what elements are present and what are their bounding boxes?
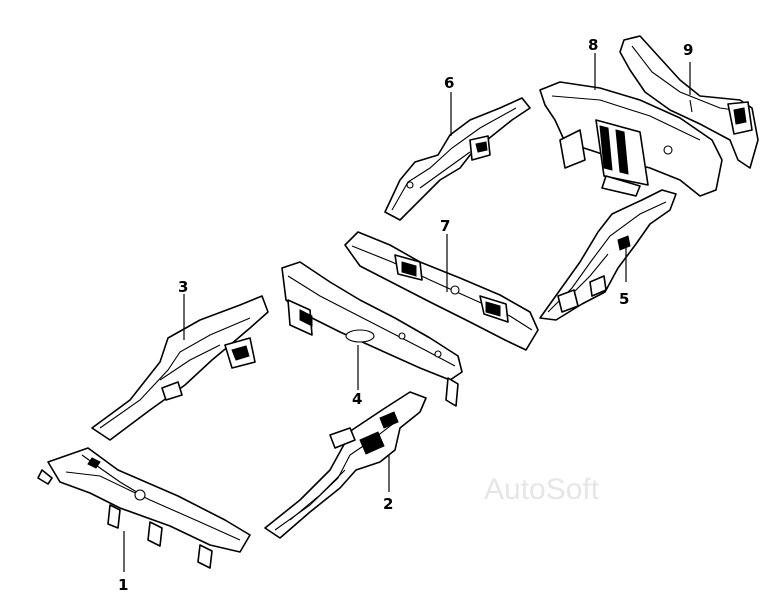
callout-6: 6 [444, 74, 454, 92]
part-2-front-rail [264, 391, 427, 539]
callout-2: 2 [383, 495, 393, 513]
callout-9: 9 [683, 41, 693, 59]
callout-8: 8 [588, 36, 598, 54]
watermark-text: AutoSoft [484, 473, 600, 506]
part-7-middle-crossmember [344, 231, 539, 351]
part-6-rear-rail [384, 97, 531, 221]
part-3-side-rail [91, 295, 269, 441]
part-5-side-rail [539, 189, 677, 321]
part-4-cross-panel [281, 261, 463, 407]
callout-1: 1 [118, 576, 128, 594]
callout-5: 5 [619, 290, 629, 308]
part-8-rear-crossmember [539, 81, 723, 197]
callout-4: 4 [352, 390, 362, 408]
part-9-rear-panel [619, 35, 759, 169]
part-1-front-crossmember [37, 447, 251, 569]
callout-7: 7 [440, 217, 450, 235]
callout-3: 3 [178, 278, 188, 296]
